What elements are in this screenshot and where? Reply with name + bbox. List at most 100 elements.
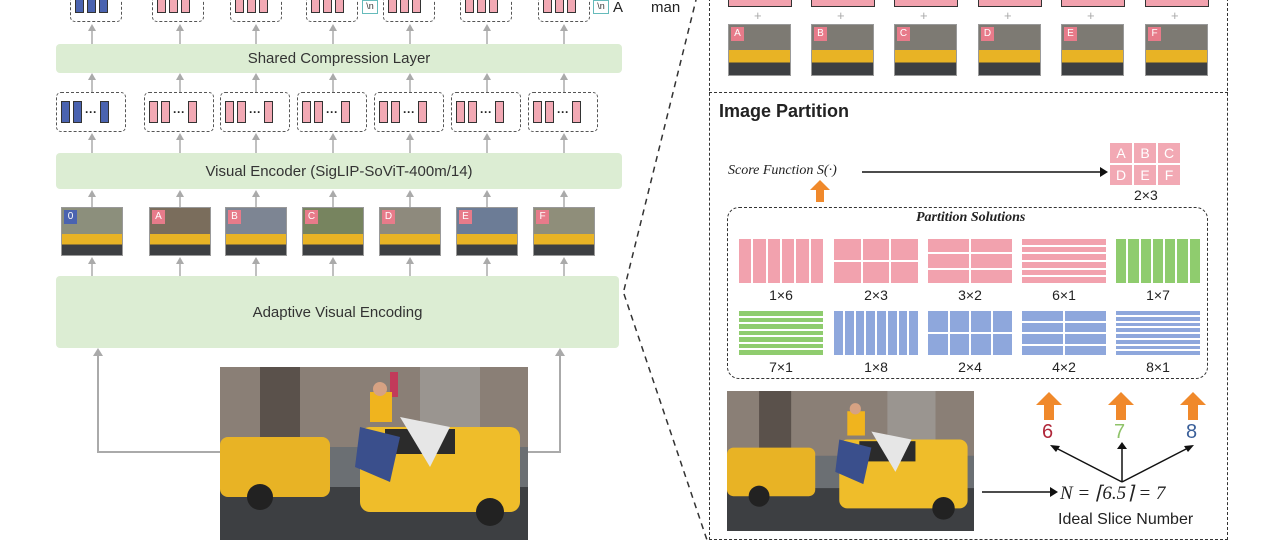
visual-token xyxy=(302,101,311,123)
partition-cell xyxy=(1021,276,1107,284)
slice-thumbnail: F xyxy=(533,207,595,256)
partition-cell xyxy=(833,261,862,284)
slice-number-formula: N = ⌈6.5⌉ = 7 xyxy=(1060,483,1166,504)
visual-token xyxy=(73,101,82,123)
partition-cell xyxy=(1115,333,1201,339)
shared-compression-layer: Shared Compression Layer xyxy=(56,44,622,73)
partition-option-label: 8×1 xyxy=(1146,359,1170,375)
chosen-partition-label: 2×3 xyxy=(1134,187,1158,203)
ellipsis-icon: ··· xyxy=(326,105,338,119)
partition-cell xyxy=(738,323,824,330)
partition-cell xyxy=(1064,310,1107,322)
token-strip xyxy=(1145,0,1209,7)
partition-cell xyxy=(833,310,844,356)
partition-option-label: 1×7 xyxy=(1146,287,1170,303)
token-group: ··· xyxy=(56,92,126,132)
partition-cell xyxy=(1115,327,1201,333)
partition-cell xyxy=(1115,338,1201,345)
partition-cell xyxy=(886,310,898,356)
partition-cell xyxy=(1021,344,1064,356)
visual-token xyxy=(188,101,197,123)
slice-badge: A xyxy=(731,27,744,41)
visual-encoder-label: Visual Encoder (SigLIP-SoViT-400m/14) xyxy=(205,162,473,180)
slice-badge: F xyxy=(536,210,549,224)
partition-cell xyxy=(1139,238,1152,284)
partition-cell xyxy=(908,310,919,356)
partition-option-7×1 xyxy=(738,310,824,356)
partition-cell xyxy=(1021,238,1107,246)
partition-solutions-title: Partition Solutions xyxy=(916,210,1026,225)
newline-token-1: \n xyxy=(362,0,378,14)
source-photo xyxy=(220,367,528,540)
visual-token xyxy=(572,101,581,123)
visual-token xyxy=(567,0,576,13)
slice-badge: C xyxy=(897,27,910,41)
visual-token xyxy=(468,101,477,123)
visual-token xyxy=(61,101,70,123)
visual-token xyxy=(400,0,409,13)
partition-cell xyxy=(1021,268,1107,277)
partition-cell xyxy=(854,310,866,356)
token-group-top xyxy=(383,0,435,22)
partition-option-label: 2×3 xyxy=(864,287,888,303)
partition-cell xyxy=(861,261,891,284)
orange-up-arrow-icon xyxy=(1180,392,1206,420)
visual-token xyxy=(335,0,344,13)
candidate-arrows xyxy=(1050,442,1194,483)
visual-token xyxy=(237,101,246,123)
slice-thumbnail: 0 xyxy=(61,207,123,256)
visual-token xyxy=(388,0,397,13)
partition-cell xyxy=(1115,321,1201,328)
visual-token xyxy=(225,101,234,123)
partition-cell xyxy=(927,333,949,356)
partition-cell xyxy=(738,310,824,317)
partition-cell xyxy=(948,333,970,356)
token-group-top xyxy=(538,0,590,22)
visual-token xyxy=(543,0,552,13)
partition-option-label: 4×2 xyxy=(1052,359,1076,375)
panel-divider xyxy=(709,92,1228,93)
visual-token xyxy=(311,0,320,13)
chosen-grid-cell: D xyxy=(1109,164,1133,186)
partition-cell xyxy=(970,268,1013,284)
visual-token xyxy=(545,101,554,123)
visual-token xyxy=(495,101,504,123)
partition-option-1×7 xyxy=(1115,238,1201,284)
partition-option-label: 3×2 xyxy=(958,287,982,303)
partition-slice-thumbnail: E xyxy=(1061,24,1124,76)
ellipsis-icon: ··· xyxy=(173,105,185,119)
partition-cell xyxy=(927,253,970,269)
partition-cell xyxy=(1151,238,1165,284)
partition-cell xyxy=(1115,238,1128,284)
token-group-top xyxy=(230,0,282,22)
plus-icon: + xyxy=(920,8,928,23)
flow-arrows xyxy=(88,24,568,276)
partition-cell xyxy=(970,253,1013,269)
visual-token xyxy=(181,0,190,13)
visual-token xyxy=(418,101,427,123)
visual-token xyxy=(100,101,109,123)
orange-up-arrow-icon xyxy=(1108,392,1134,420)
adaptive-encoding-label: Adaptive Visual Encoding xyxy=(252,303,423,321)
slice-thumbnail: B xyxy=(225,207,287,256)
ellipsis-icon: ··· xyxy=(85,105,97,119)
partition-cell xyxy=(843,310,855,356)
visual-token xyxy=(412,0,421,13)
partition-option-label: 1×8 xyxy=(864,359,888,375)
chosen-grid-cell: B xyxy=(1133,142,1157,164)
output-text-a: A xyxy=(613,0,624,16)
visual-token xyxy=(247,0,256,13)
token-strip xyxy=(1061,0,1125,7)
visual-encoder-layer: Visual Encoder (SigLIP-SoViT-400m/14) xyxy=(56,153,622,189)
adaptive-encoding-layer: Adaptive Visual Encoding xyxy=(56,276,619,348)
chosen-grid-cell: C xyxy=(1157,142,1181,164)
partition-cell xyxy=(738,329,824,337)
visual-token xyxy=(391,101,400,123)
plus-icon: + xyxy=(1087,8,1095,23)
partition-slice-thumbnail: F xyxy=(1145,24,1208,76)
token-strip xyxy=(894,0,958,7)
partition-cell xyxy=(1021,333,1064,345)
partition-cell xyxy=(833,238,862,261)
partition-slice-thumbnail: B xyxy=(811,24,874,76)
